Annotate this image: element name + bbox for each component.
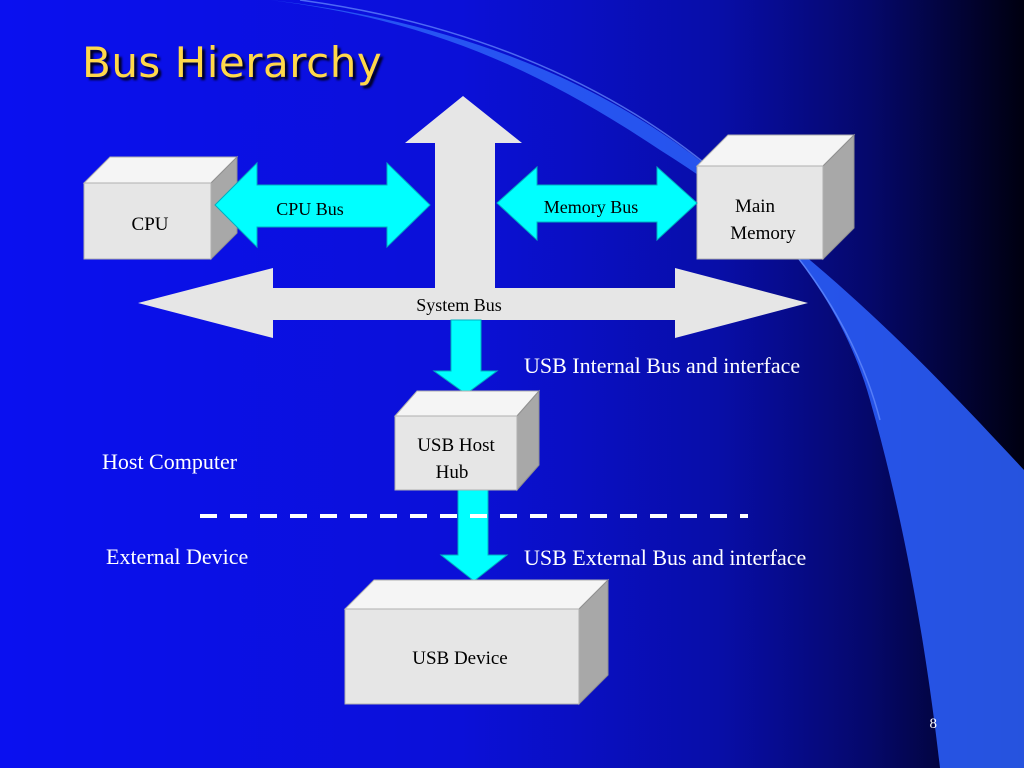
slide-title: Bus Hierarchy — [82, 38, 383, 87]
cpu-label: CPU — [132, 214, 169, 235]
usb-external-bus-label: USB External Bus and interface — [524, 545, 807, 570]
usb-internal-arrow — [432, 319, 499, 395]
system-bus-label: System Bus — [416, 295, 502, 315]
memory-bus-label: Memory Bus — [544, 197, 639, 217]
main-memory-box: Main Memory — [695, 133, 856, 261]
system-bus-arrow — [138, 96, 808, 338]
usb-device-box: USB Device — [343, 578, 610, 706]
cpu-bus-label: CPU Bus — [276, 199, 344, 219]
main-memory-label-line1: Main — [735, 196, 776, 217]
cpu-box: CPU — [82, 155, 239, 261]
usb-host-hub-label-line1: USB Host — [417, 435, 495, 456]
host-computer-label: Host Computer — [102, 449, 238, 474]
page-number: 8 — [929, 716, 938, 732]
main-memory-label-line2: Memory — [730, 223, 796, 244]
usb-host-hub-box: USB Host Hub — [393, 389, 541, 492]
usb-external-arrow — [439, 489, 509, 582]
cpu-bus-arrow: CPU Bus — [214, 161, 431, 249]
memory-bus-arrow: Memory Bus — [496, 165, 698, 242]
usb-device-label: USB Device — [412, 648, 508, 669]
usb-host-hub-label-line2: Hub — [436, 462, 469, 483]
usb-internal-bus-label: USB Internal Bus and interface — [524, 353, 801, 378]
external-device-label: External Device — [106, 544, 249, 569]
